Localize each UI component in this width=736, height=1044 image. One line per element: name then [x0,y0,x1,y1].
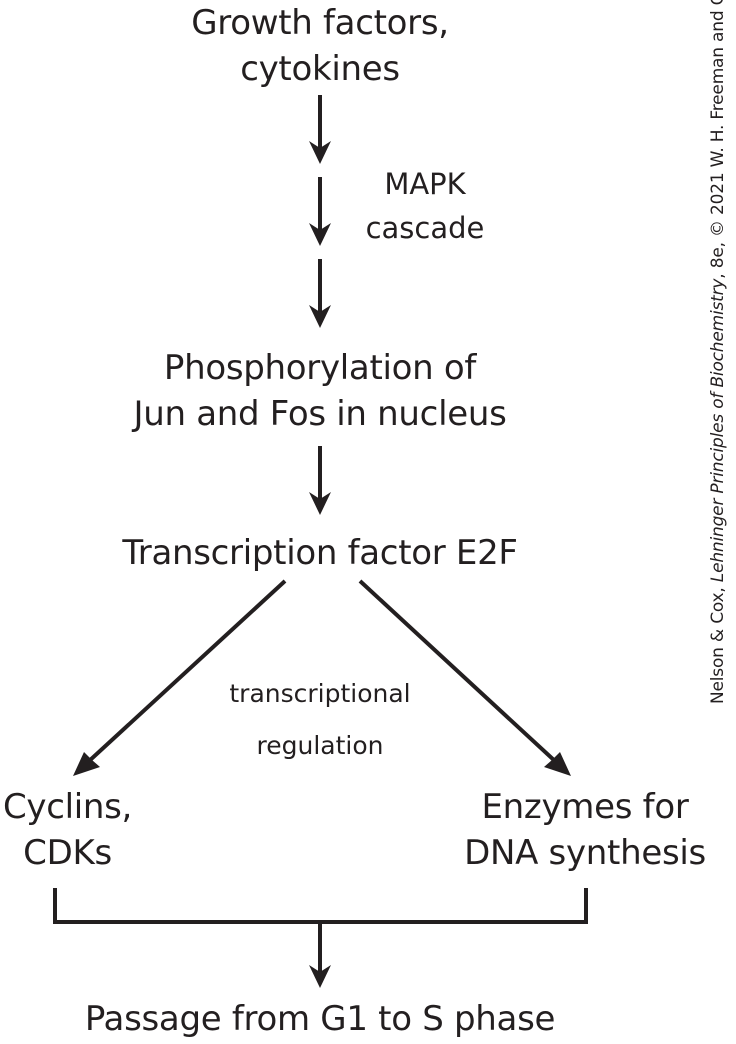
phosphorylation-line-1: Phosphorylation of [163,348,477,388]
passage-line: Passage from G1 to S phase [84,999,556,1039]
passage-g1-s-node: Passage from G1 to S phase [70,996,570,1042]
growth-factors-line-1: Growth factors, [191,3,449,43]
enzymes-dna-synthesis-node: Enzymes for DNA synthesis [440,784,730,876]
enzymes-line-2: DNA synthesis [464,833,706,873]
mapk-line-2: cascade [365,211,485,245]
merge-bracket [53,888,588,924]
growth-factors-line-2: cytokines [240,49,400,89]
enzymes-line-1: Enzymes for [481,787,689,827]
arrow-mapk-2 [309,177,331,246]
arrow-growth-to-mapk-1 [309,95,331,164]
growth-factors-node: Growth factors, cytokines [170,0,470,92]
mapk-line-1: MAPK [384,167,466,201]
arrow-phospho-to-e2f [309,446,331,515]
phosphorylation-node: Phosphorylation of Jun and Fos in nucleu… [110,345,530,437]
phosphorylation-line-2: Jun and Fos in nucleus [133,394,507,434]
credit-text: Nelson & Cox, Lehninger Principles of Bi… [708,0,728,704]
arrow-bracket-to-passage [309,922,331,988]
e2f-line: Transcription factor E2F [122,533,518,573]
regulation-line-1: transcriptional [229,679,411,708]
credit-suffix: , 8e, © 2021 W. H. Freeman and Company [708,0,728,279]
mapk-cascade-label: MAPK cascade [340,162,510,250]
credit-prefix: Nelson & Cox, [708,582,728,704]
cyclins-cdks-node: Cyclins, CDKs [0,784,135,876]
arrow-e2f-to-cyclins [73,579,287,776]
credit-title: Lehninger Principles of Biochemistry [708,278,728,583]
arrow-mapk-3 [309,259,331,328]
cyclins-line-1: Cyclins, [2,787,133,827]
cyclins-line-2: CDKs [23,833,112,873]
transcriptional-regulation-label: transcriptional regulation [200,668,440,772]
arrow-e2f-to-enzymes [358,579,571,776]
regulation-line-2: regulation [256,731,384,760]
transcription-factor-e2f-node: Transcription factor E2F [100,530,540,576]
